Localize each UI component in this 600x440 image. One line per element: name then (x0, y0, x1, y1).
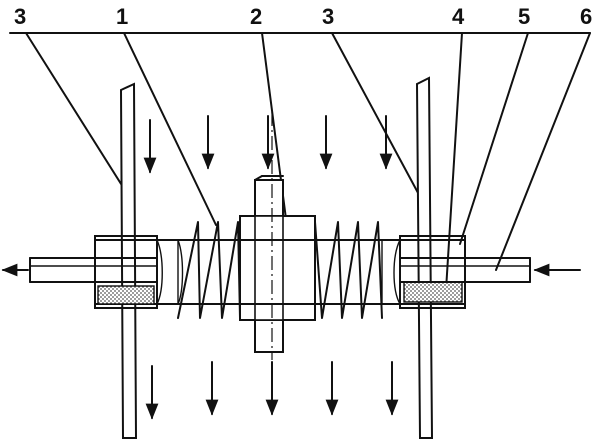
leader-lines (13, 32, 591, 291)
leader-6 (495, 32, 591, 271)
label-2: 2 (250, 4, 262, 29)
right-filler (403, 281, 463, 303)
label-4: 4 (452, 4, 465, 29)
right-end-cap (393, 235, 466, 309)
left-filler (97, 285, 155, 305)
leader-3-left (13, 32, 129, 196)
label-3-right: 3 (322, 4, 334, 29)
plate-left (119, 82, 138, 439)
arrows-top (143, 115, 393, 174)
label-1: 1 (116, 4, 128, 29)
leader-1 (111, 32, 217, 226)
leader-2 (247, 32, 291, 251)
coil-right (314, 221, 383, 319)
pipe-right (399, 257, 531, 283)
center-disc (239, 175, 316, 353)
leader-3-right (319, 32, 425, 205)
left-end-cap (94, 235, 184, 309)
leader-5 (459, 32, 529, 245)
arrows-bottom (145, 361, 399, 420)
coil-left (177, 221, 241, 319)
pipe-left (29, 257, 158, 283)
label-3-left: 3 (14, 4, 26, 29)
label-6: 6 (580, 4, 592, 29)
leader-4 (445, 32, 463, 291)
label-5: 5 (518, 4, 530, 29)
